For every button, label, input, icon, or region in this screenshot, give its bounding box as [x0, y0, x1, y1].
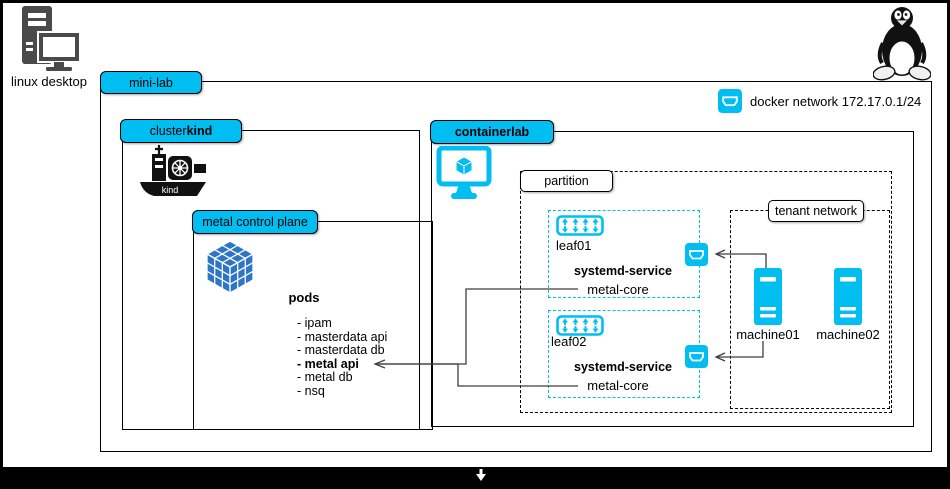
docker-network-icon — [718, 89, 742, 113]
pod-item-metal-api: - metal api — [297, 356, 359, 371]
kind-ship-icon: kind — [140, 145, 206, 196]
svg-text:kind: kind — [162, 185, 179, 195]
leaf01-unit: metal-core — [587, 281, 649, 297]
leaf02-docker-icon — [685, 345, 708, 368]
linux-desktop-icon — [22, 6, 80, 71]
leaf01-switch-icon — [556, 215, 604, 236]
leaf01-docker-icon — [685, 243, 708, 266]
pod-item-masterdata-api: - masterdata api — [297, 329, 388, 344]
pods-title: pods — [288, 290, 320, 305]
mini-lab-box — [100, 81, 932, 452]
leaf02-unit: metal-core — [587, 377, 649, 393]
machine02-label: machine02 — [816, 327, 880, 342]
pod-item-metal-db: - metal db — [297, 370, 353, 384]
machine01-server-icon — [754, 268, 782, 325]
metal-control-plane-label: metal control plane — [192, 210, 318, 234]
pods-list: - ipam - masterdata api - masterdata db … — [297, 316, 388, 398]
kubernetes-cube-icon — [206, 240, 254, 294]
leaf02-service: systemd-service — [574, 360, 672, 374]
pod-item-nsq: - nsq — [297, 383, 325, 398]
tenant-network-label: tenant network — [768, 200, 864, 222]
linux-desktop-label: linux desktop — [11, 73, 87, 89]
containerlab-box — [431, 131, 914, 427]
machine02-server-icon — [834, 268, 862, 325]
mini-lab-label: mini-lab — [100, 71, 202, 94]
pod-item-masterdata-db: - masterdata db — [297, 343, 385, 357]
docker-network-label: docker network 172.17.0.1/24 — [750, 94, 922, 109]
leaf02-name: leaf02 — [551, 334, 587, 349]
leaf01-name: leaf01 — [556, 238, 592, 253]
containerlab-monitor-icon — [436, 146, 492, 199]
machine01-label: machine01 — [736, 327, 800, 342]
diagram-canvas: mini-lab cluster kind metal control plan… — [3, 3, 947, 467]
cluster-kind-label: cluster kind — [120, 119, 242, 143]
pod-item-ipam: - ipam — [297, 316, 332, 330]
linux-tux-icon — [873, 7, 931, 81]
leaf02-switch-icon — [556, 315, 604, 336]
containerlab-label: containerlab — [430, 120, 554, 144]
scroll-down-arrow-icon — [476, 469, 486, 481]
leaf01-service: systemd-service — [574, 264, 672, 278]
partition-label: partition — [520, 170, 613, 192]
